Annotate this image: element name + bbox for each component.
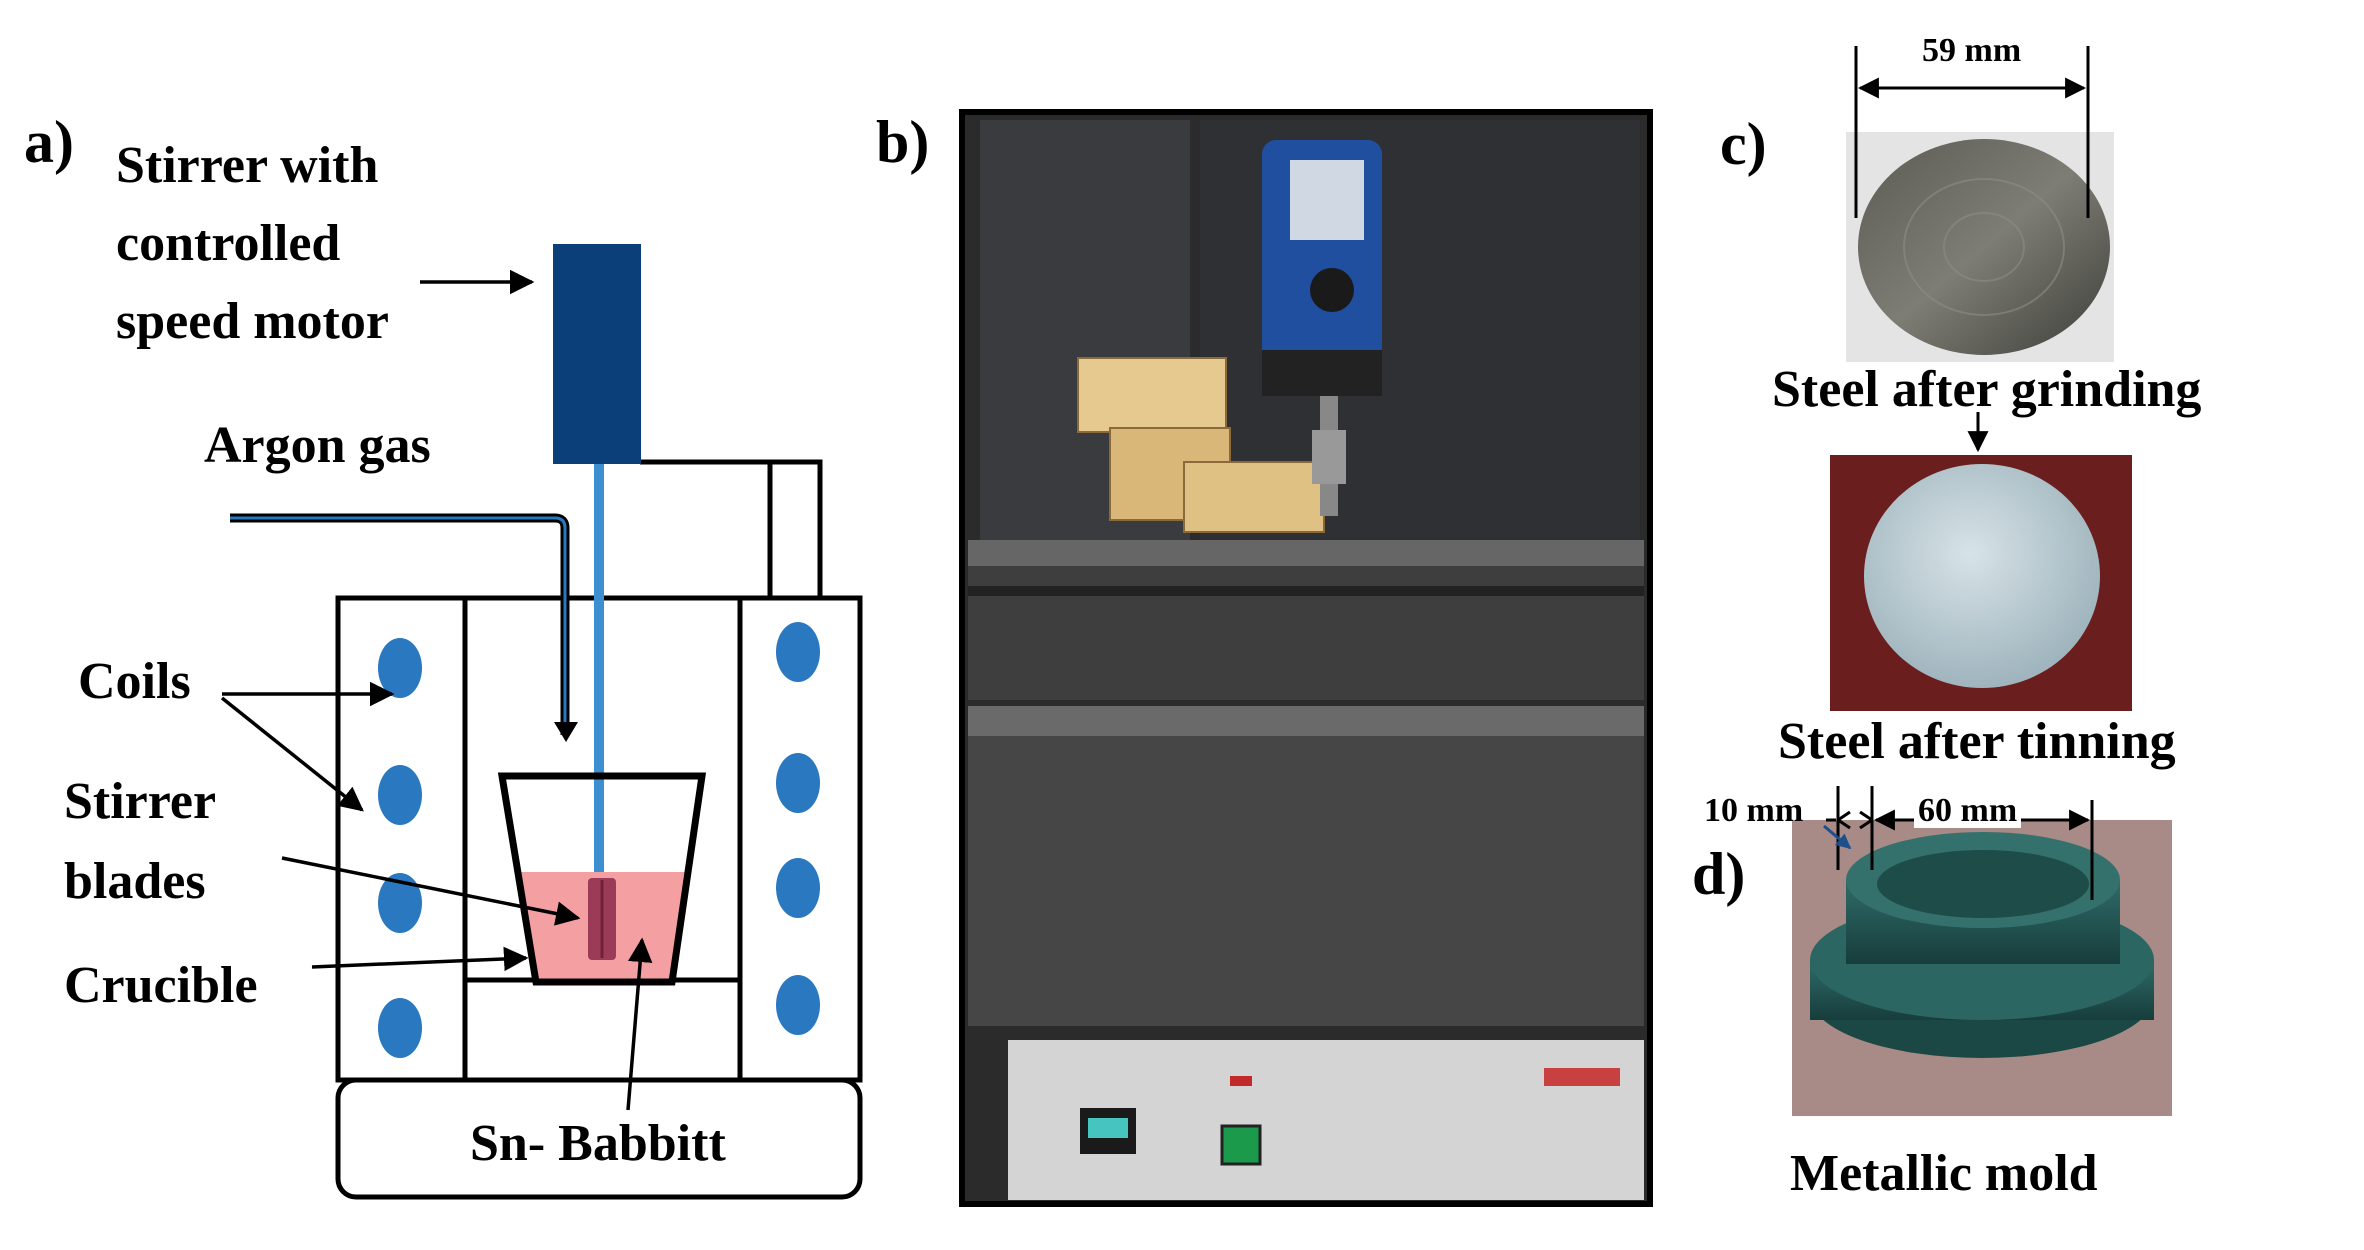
label-stirrer-line1: Stirrer with xyxy=(116,137,379,194)
panel-letter-a: a) xyxy=(24,109,74,175)
power-switch xyxy=(1220,1124,1262,1166)
caption-steel-tinning: Steel after tinning xyxy=(1778,713,2176,770)
caption-metallic-mold: Metallic mold xyxy=(1790,1145,2098,1202)
label-coils: Coils xyxy=(78,653,191,710)
ground-steel-disc xyxy=(1858,139,2110,355)
motor xyxy=(553,244,641,464)
furnace-top xyxy=(968,540,1644,700)
tinned-steel-disc xyxy=(1864,464,2100,688)
fire-brick xyxy=(1077,357,1227,433)
caption-steel-grinding: Steel after grinding xyxy=(1772,361,2202,418)
coils-right xyxy=(776,622,820,1035)
label-60mm: 60 mm xyxy=(1914,794,2022,828)
panel-b-photo xyxy=(959,109,1653,1207)
panel-letter-c: c) xyxy=(1720,111,1767,177)
label-blades-line2: blades xyxy=(64,853,206,910)
panel-a-schematic xyxy=(220,244,863,1200)
label-10mm: 10 mm xyxy=(1704,792,1804,829)
stirrer-shaft xyxy=(594,464,604,884)
panel-letter-b: b) xyxy=(876,109,930,175)
label-argon-gas: Argon gas xyxy=(204,417,431,474)
label-stirrer-line3: speed motor xyxy=(116,293,389,350)
label-stirrer-line2: controlled xyxy=(116,215,341,272)
label-59mm: 59 mm xyxy=(1922,32,2022,69)
furnace-door xyxy=(968,706,1644,1026)
coils-left xyxy=(378,638,422,1058)
panel-c-photos xyxy=(1830,46,2132,711)
label-sn-babbitt: Sn- Babbitt xyxy=(470,1115,726,1172)
panel-letter-d: d) xyxy=(1692,841,1746,907)
label-crucible: Crucible xyxy=(64,957,258,1014)
crucible xyxy=(497,772,707,986)
panel-d-photo xyxy=(1792,786,2172,1116)
label-blades-line1: Stirrer xyxy=(64,773,217,830)
